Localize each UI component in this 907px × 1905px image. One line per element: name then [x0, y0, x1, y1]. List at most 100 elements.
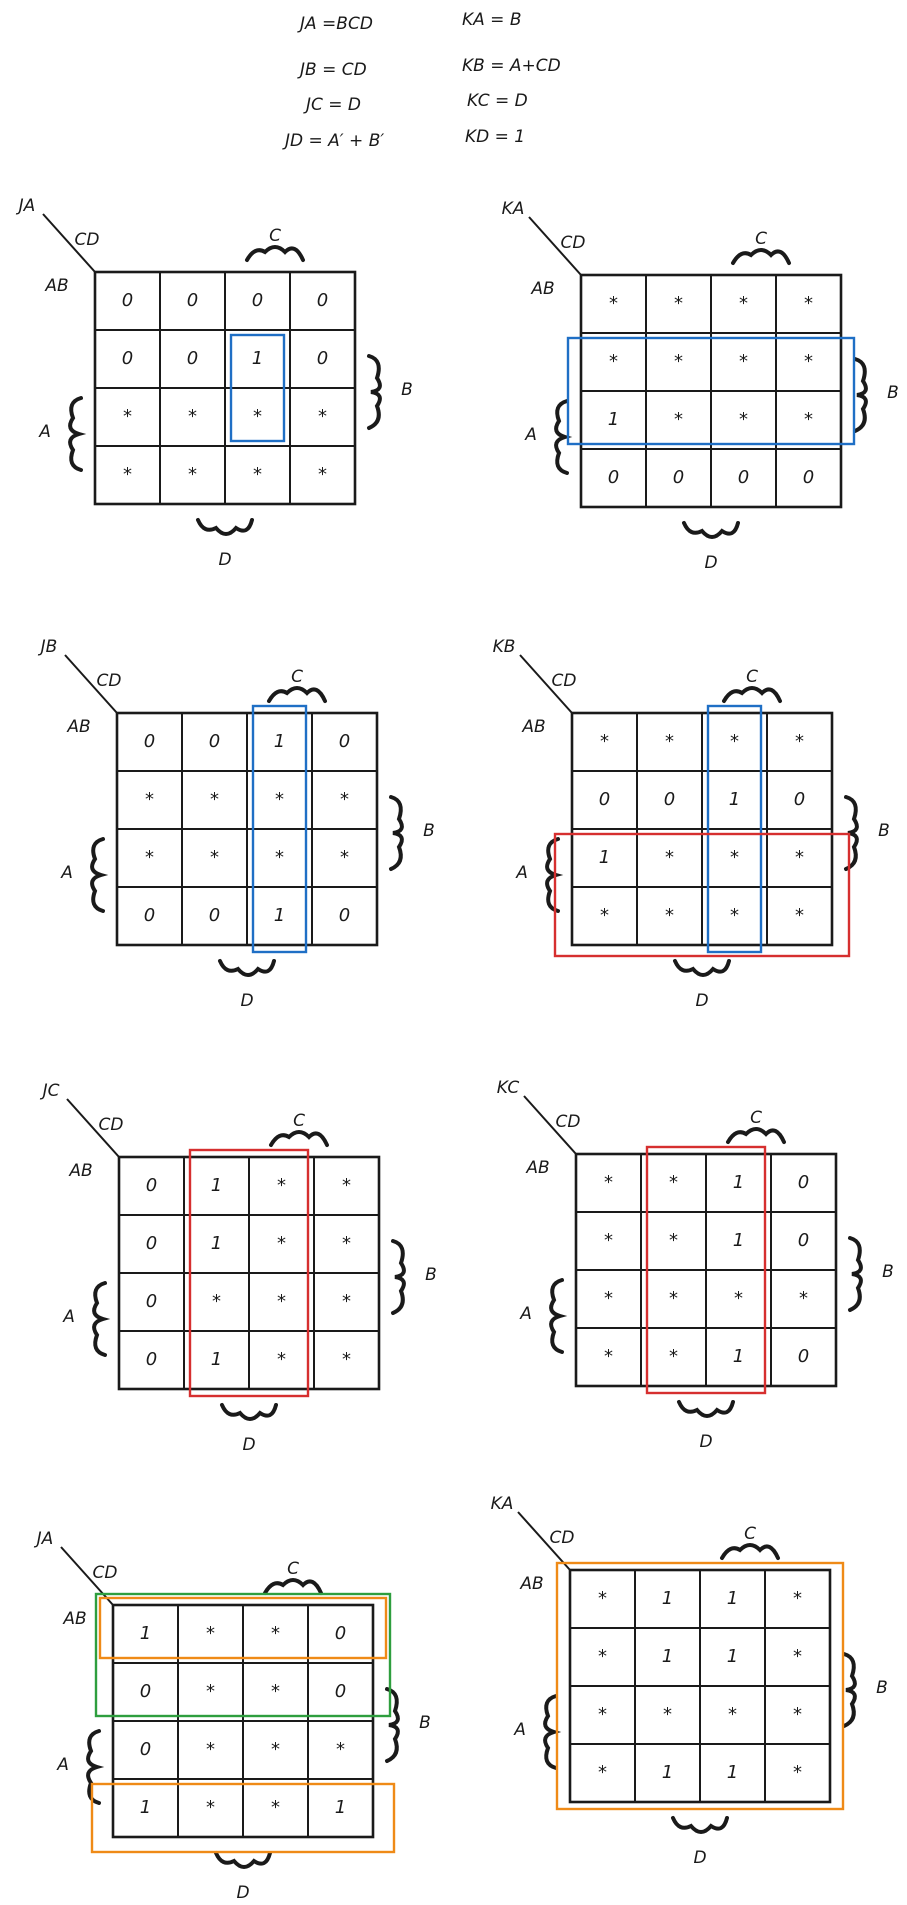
a-label: A: [60, 863, 73, 883]
cell-value: *: [275, 847, 284, 868]
column-variables-label: CD: [99, 1115, 124, 1135]
cell-value: *: [674, 409, 683, 430]
cell-value: *: [739, 351, 748, 372]
cell-value: 0: [317, 348, 328, 369]
corner-diagonal: [523, 1095, 577, 1155]
b-label: B: [423, 821, 435, 841]
c-brace: [726, 1127, 786, 1144]
c-brace: [263, 1578, 323, 1595]
cell-value: *: [728, 1704, 737, 1725]
cell-value: *: [669, 1230, 678, 1251]
cell-value: *: [799, 1288, 808, 1309]
equation-kd: KD = 1: [465, 127, 526, 147]
row-variables-label: AB: [44, 276, 68, 296]
row-variables-label: AB: [519, 1574, 543, 1594]
column-variables-label: CD: [97, 671, 122, 691]
cell-value: *: [793, 1762, 802, 1783]
cell-value: *: [145, 847, 154, 868]
d-label: D: [699, 1432, 712, 1452]
cell-value: *: [598, 1646, 607, 1667]
column-variables-label: CD: [93, 1563, 118, 1583]
cell-value: 0: [738, 467, 749, 488]
a-label: A: [524, 425, 537, 445]
c-brace: [269, 1130, 329, 1147]
cell-value: *: [206, 1739, 215, 1760]
cell-value: 1: [140, 1623, 151, 1644]
d-label: D: [240, 991, 253, 1011]
kmap-border: [568, 1568, 832, 1804]
cell-value: *: [793, 1704, 802, 1725]
cell-value: *: [271, 1623, 280, 1644]
equation-kb: KB = A+CD: [462, 56, 561, 76]
cell-value: 1: [733, 1230, 744, 1251]
cell-value: *: [271, 1797, 280, 1818]
cell-value: *: [318, 406, 327, 427]
cell-value: *: [336, 1739, 345, 1760]
cell-value: *: [669, 1288, 678, 1309]
cell-value: 0: [144, 905, 155, 926]
cell-value: *: [188, 406, 197, 427]
b-brace: [385, 1687, 400, 1763]
cell-value: *: [145, 789, 154, 810]
group-loop-red: [645, 1145, 767, 1395]
a-label: A: [513, 1720, 526, 1740]
row-variables-label: AB: [521, 717, 545, 737]
cell-value: 1: [733, 1172, 744, 1193]
cell-value: *: [188, 464, 197, 485]
a-brace: [92, 1281, 111, 1357]
equation-kc: KC = D: [467, 91, 528, 111]
corner-diagonal: [42, 213, 96, 273]
cell-value: *: [795, 905, 804, 926]
c-brace: [267, 686, 327, 703]
c-brace: [722, 686, 782, 703]
cell-value: *: [271, 1739, 280, 1760]
cell-value: *: [795, 731, 804, 752]
row-variables-label: AB: [525, 1158, 549, 1178]
a-brace: [86, 1729, 105, 1805]
b-label: B: [882, 1262, 894, 1282]
a-brace: [90, 837, 109, 913]
a-brace: [68, 396, 87, 472]
b-brace: [367, 354, 382, 430]
cell-value: 1: [662, 1762, 673, 1783]
d-label: D: [693, 1848, 706, 1868]
cell-value: *: [604, 1346, 613, 1367]
cell-value: *: [277, 1291, 286, 1312]
cell-value: *: [318, 464, 327, 485]
cell-value: *: [804, 351, 813, 372]
cell-value: *: [665, 731, 674, 752]
cell-value: *: [609, 351, 618, 372]
cell-value: *: [795, 847, 804, 868]
cell-value: *: [253, 464, 262, 485]
cell-value: *: [600, 905, 609, 926]
cell-value: 0: [122, 290, 133, 311]
cell-value: 1: [211, 1349, 222, 1370]
cell-value: *: [600, 731, 609, 752]
d-brace: [682, 521, 740, 539]
cell-value: *: [123, 464, 132, 485]
c-label: C: [291, 667, 303, 687]
kmap-border: [115, 711, 379, 947]
cell-value: 0: [798, 1230, 809, 1251]
b-label: B: [401, 380, 413, 400]
cell-value: 1: [599, 847, 610, 868]
cell-value: *: [210, 789, 219, 810]
cell-value: *: [210, 847, 219, 868]
kmap-function-label: JC: [40, 1081, 60, 1101]
b-brace: [842, 1652, 857, 1728]
kmap-border: [574, 1152, 838, 1388]
cell-value: *: [340, 789, 349, 810]
kmap-function-label: JA: [16, 196, 36, 216]
cell-value: 0: [209, 905, 220, 926]
cell-value: *: [123, 406, 132, 427]
a-label: A: [38, 422, 51, 442]
c-label: C: [293, 1111, 305, 1131]
d-label: D: [242, 1435, 255, 1455]
group-loop-blue: [706, 704, 763, 954]
a-label: A: [519, 1304, 532, 1324]
